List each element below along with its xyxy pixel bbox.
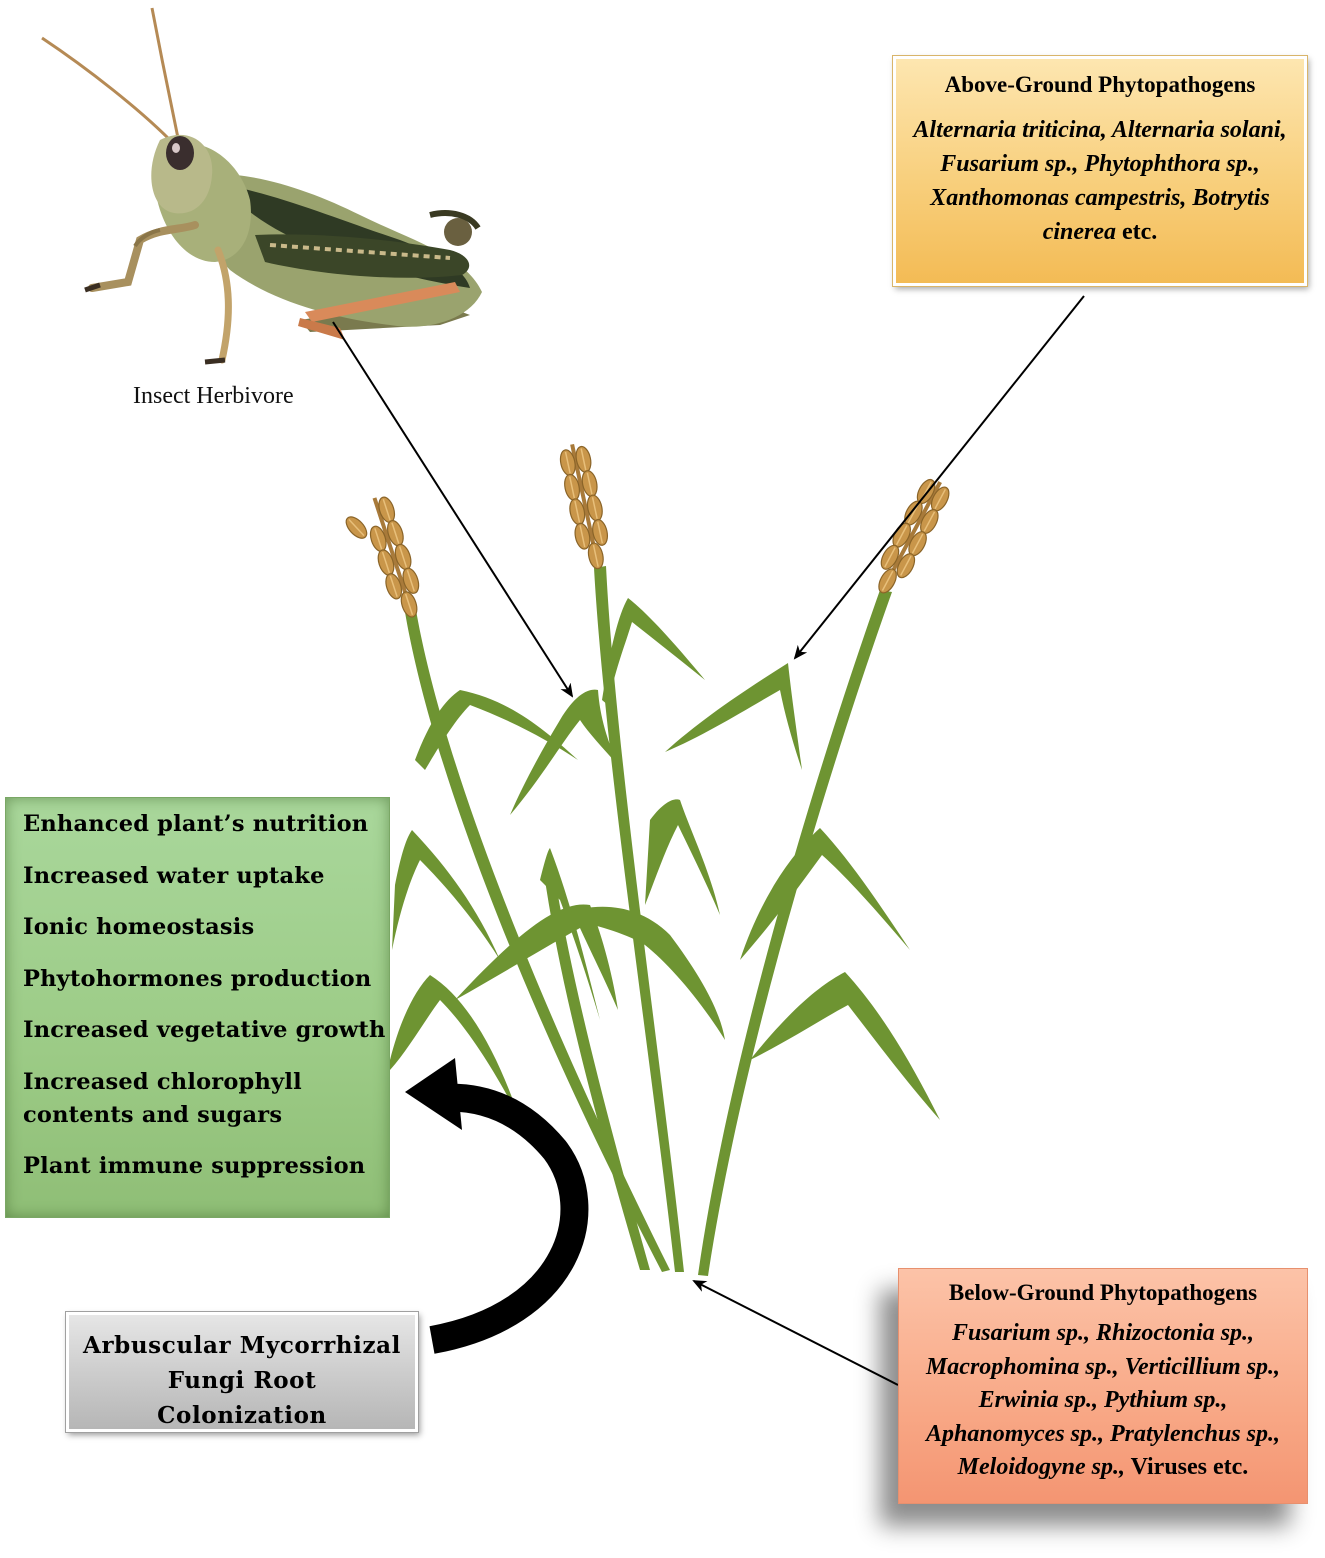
arrow-insect-to-plant	[332, 321, 574, 698]
insect-herbivore-label: Insect Herbivore	[133, 383, 294, 409]
below-ground-pathogen-list: Fusarium sp., Rhizoctonia sp., Macrophom…	[909, 1317, 1297, 1485]
amf-label-line2: Fungi Root Colonization	[157, 1367, 327, 1429]
above-ground-pathogen-list: Alternaria triticina, Alternaria solani,…	[910, 113, 1290, 249]
above-ground-species: Alternaria triticina, Alternaria solani,…	[913, 117, 1287, 245]
arrow-above-ground-to-plant	[793, 295, 1085, 660]
grain-head-center	[557, 443, 611, 571]
benefit-item: Enhanced plant’s nutrition	[23, 811, 369, 837]
below-ground-title: Below-Ground Phytopathogens	[948, 1280, 1258, 1305]
above-ground-suffix: etc.	[1116, 219, 1158, 245]
cereal-plant-illustration	[390, 566, 940, 1276]
amf-benefits-box: Enhanced plant’s nutrition Increased wat…	[5, 797, 390, 1218]
above-ground-phytopathogens-box: Above-Ground Phytopathogens Alternaria t…	[892, 55, 1308, 287]
arrow-below-ground-to-roots	[692, 1280, 899, 1386]
benefit-item: Increased water uptake	[23, 862, 325, 889]
grain-head-right	[874, 475, 954, 597]
amf-root-colonization-box: Arbuscular Mycorrhizal Fungi Root Coloni…	[65, 1311, 419, 1433]
benefit-item: Ionic homeostasis	[23, 914, 255, 940]
curved-arrow-amf-to-benefits	[405, 1058, 589, 1354]
grasshopper-icon	[41, 7, 482, 365]
benefit-item: Plant immune suppression	[23, 1153, 366, 1179]
below-ground-suffix: Viruses etc.	[1125, 1454, 1249, 1480]
below-ground-species: Fusarium sp., Rhizoctonia sp., Macrophom…	[925, 1320, 1281, 1480]
benefit-item: Phytohormones production	[23, 965, 372, 992]
amf-label-line1: Arbuscular Mycorrhizal	[83, 1332, 401, 1359]
benefit-item: Increased vegetative growth	[23, 1017, 386, 1043]
grain-head-left	[341, 494, 423, 620]
below-ground-phytopathogens-box: Below-Ground Phytopathogens Fusarium sp.…	[898, 1268, 1308, 1504]
above-ground-title: Above-Ground Phytopathogens	[944, 72, 1256, 97]
benefit-item: Increased chlorophyll contents and sugar…	[23, 1068, 302, 1128]
